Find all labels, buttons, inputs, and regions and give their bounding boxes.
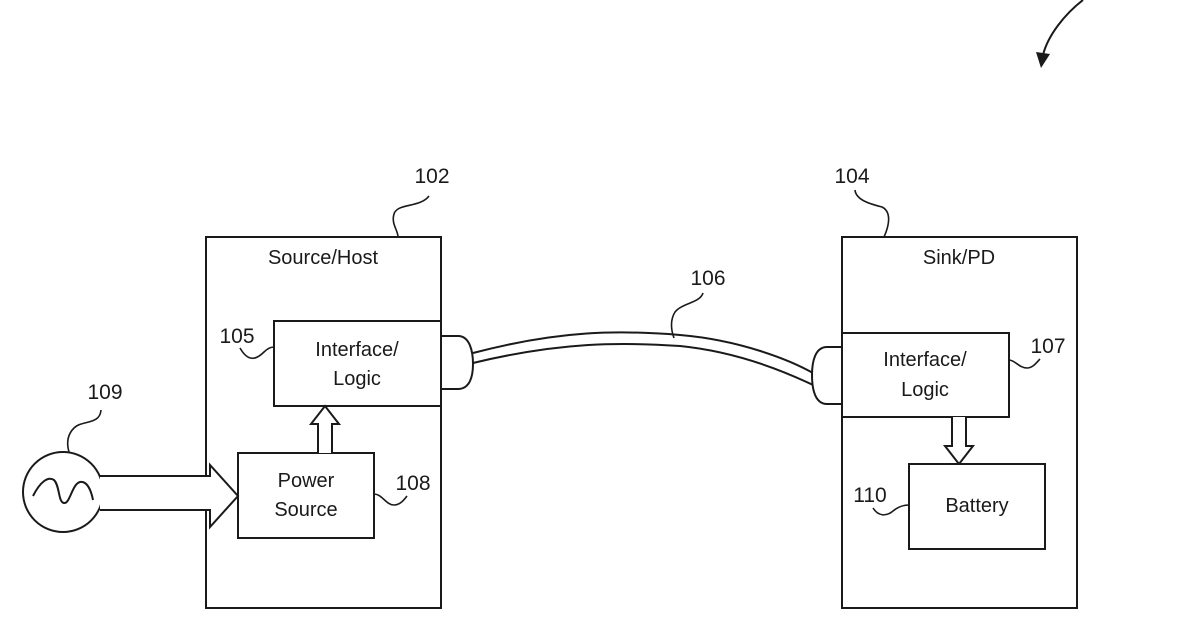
- leader-line-109: [66, 409, 102, 453]
- source-connector-plug: [440, 335, 475, 390]
- sink-interface-logic-block: Interface/ Logic 107: [841, 332, 1066, 418]
- power-source-box: [237, 452, 375, 539]
- ref-label-105: 105: [219, 325, 254, 348]
- ac-sine-wave-icon: [32, 477, 94, 504]
- ref-label-107: 107: [1030, 335, 1065, 358]
- sink-pd-title: Sink/PD: [923, 247, 995, 269]
- ref-label-102: 102: [414, 165, 449, 188]
- source-interface-logic-line1: Interface/: [315, 339, 399, 361]
- leader-line-104: [854, 189, 890, 238]
- sink-interface-logic-line2: Logic: [901, 379, 949, 401]
- leader-line-108: [373, 493, 408, 506]
- battery-box: [908, 463, 1046, 550]
- power-source-line2: Source: [274, 499, 337, 521]
- sink-interface-logic-box: [841, 332, 1010, 418]
- leader-line-102: [392, 195, 430, 238]
- curved-arrow-icon: [1036, 0, 1084, 68]
- source-interface-logic-line2: Logic: [333, 368, 381, 390]
- source-host-block: Source/Host 102: [205, 165, 450, 609]
- sink-interface-logic-line1: Interface/: [883, 349, 967, 371]
- power-source-block: Power Source 108: [237, 452, 431, 539]
- ref-label-106: 106: [690, 267, 725, 290]
- ac-source-block: 109: [22, 381, 123, 533]
- cable-lower-edge: [472, 342, 814, 386]
- power-to-interface-arrow: [308, 404, 342, 453]
- source-host-title: Source/Host: [268, 247, 378, 269]
- cable: 106: [472, 267, 814, 386]
- leader-line-107: [1008, 358, 1041, 369]
- sink-connector-plug: [810, 346, 843, 405]
- ref-label-104: 104: [834, 165, 869, 188]
- power-source-line1: Power: [278, 470, 335, 492]
- source-interface-logic-box: [273, 320, 442, 407]
- leader-line-106: [670, 292, 704, 339]
- leader-line-105: [239, 346, 275, 360]
- battery-block: Battery 110: [853, 463, 1046, 550]
- leader-line-110: [872, 504, 910, 516]
- cable-upper-edge: [472, 331, 814, 374]
- battery-label: Battery: [945, 495, 1008, 517]
- source-interface-logic-block: Interface/ Logic 105: [219, 320, 442, 407]
- ref-label-108: 108: [395, 472, 430, 495]
- ac-to-power-arrow: [100, 462, 240, 530]
- ref-label-109: 109: [87, 381, 122, 404]
- ref-label-110: 110: [853, 484, 886, 507]
